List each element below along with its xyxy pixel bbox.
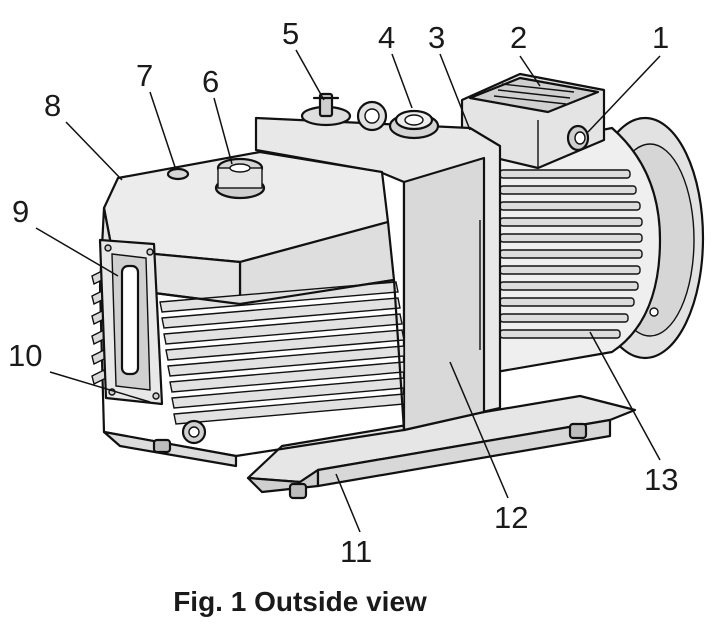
callout-9: 9 bbox=[12, 194, 29, 229]
callout-13: 13 bbox=[644, 462, 678, 497]
base-frame bbox=[246, 394, 637, 500]
leader-lines bbox=[35, 49, 661, 533]
leader-line-12 bbox=[449, 361, 509, 499]
pump-body bbox=[91, 150, 406, 468]
callout-2: 2 bbox=[510, 20, 527, 55]
callout-7: 7 bbox=[136, 58, 153, 93]
leader-line-9 bbox=[35, 227, 119, 277]
coupling-housing bbox=[254, 92, 502, 432]
callout-11: 11 bbox=[340, 534, 372, 569]
callout-12: 12 bbox=[494, 500, 528, 535]
leader-line-1 bbox=[587, 55, 661, 133]
figure-caption: Fig. 1 Outside view bbox=[173, 586, 427, 617]
leader-line-11 bbox=[335, 473, 361, 533]
callout-1: 1 bbox=[652, 20, 669, 55]
callout-6: 6 bbox=[202, 64, 219, 99]
leader-line-2 bbox=[519, 55, 541, 87]
callout-labels: 1 2 3 4 5 6 7 8 9 10 11 12 13 bbox=[8, 16, 678, 569]
motor bbox=[460, 72, 705, 374]
leader-line-4 bbox=[391, 53, 413, 109]
leader-line-8 bbox=[65, 121, 123, 181]
leader-line-7 bbox=[149, 91, 177, 171]
callout-4: 4 bbox=[378, 20, 395, 55]
callout-5: 5 bbox=[282, 16, 299, 51]
leader-line-5 bbox=[295, 49, 325, 101]
leader-line-10 bbox=[49, 371, 151, 403]
callout-3: 3 bbox=[428, 20, 445, 55]
callout-8: 8 bbox=[44, 88, 61, 123]
leader-line-13 bbox=[589, 331, 661, 461]
leader-line-6 bbox=[213, 97, 233, 165]
leader-line-3 bbox=[439, 53, 471, 131]
callout-10: 10 bbox=[8, 338, 42, 373]
